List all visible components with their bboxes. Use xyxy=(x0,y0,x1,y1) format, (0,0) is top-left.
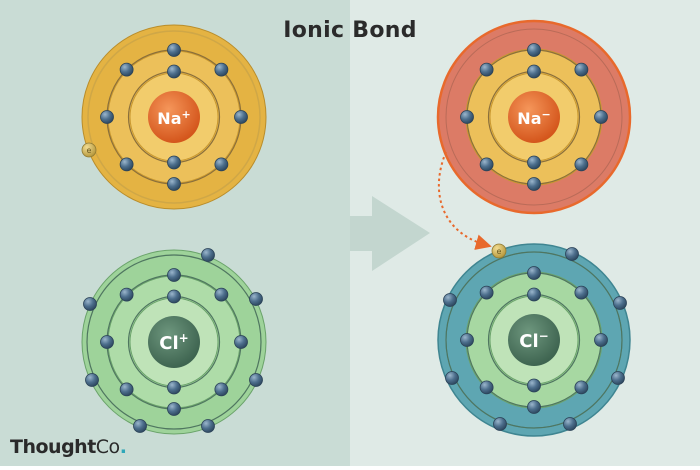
electron-middle xyxy=(214,382,229,397)
electron-outer xyxy=(249,373,263,387)
electron-inner xyxy=(167,289,181,304)
electron-middle xyxy=(119,382,134,397)
electron-middle xyxy=(167,43,181,57)
electron-inner xyxy=(527,287,541,302)
electron-outer xyxy=(133,419,147,433)
electron-inner xyxy=(167,64,181,79)
electrons-layer: ee xyxy=(81,43,627,433)
diagram-title: Ionic Bond xyxy=(283,18,417,43)
electron-middle xyxy=(594,110,608,124)
electron-middle xyxy=(167,402,181,416)
reaction-arrow xyxy=(350,196,430,271)
electron-outer xyxy=(201,419,215,433)
electron-middle xyxy=(527,400,541,414)
electron-middle xyxy=(119,157,134,172)
electron-middle xyxy=(479,62,494,77)
shell-outer xyxy=(87,30,261,204)
electron-middle xyxy=(167,177,181,191)
transferred-electron-symbol: e xyxy=(87,146,92,155)
electron-middle xyxy=(527,266,541,280)
electron-middle xyxy=(594,333,608,347)
nucleus-label-cl-right: Cl− xyxy=(519,329,548,352)
electron-middle xyxy=(574,157,589,172)
nucleus-label-na-left: Na+ xyxy=(157,108,190,128)
electron-middle xyxy=(214,62,229,77)
electron-middle xyxy=(234,335,248,349)
electron-middle xyxy=(479,157,494,172)
electron-inner xyxy=(527,155,541,170)
electron-inner xyxy=(167,155,181,170)
electron-middle xyxy=(119,62,134,77)
electron-middle xyxy=(574,62,589,77)
electron-middle xyxy=(214,287,229,302)
electron-outer xyxy=(83,297,97,311)
electron-middle xyxy=(234,110,248,124)
electron-inner xyxy=(527,378,541,393)
electron-middle xyxy=(479,380,494,395)
electron-middle xyxy=(574,380,589,395)
electron-outer xyxy=(201,248,215,262)
electron-inner xyxy=(167,380,181,395)
electron-middle xyxy=(460,333,474,347)
nucleus-label-cl-left: Cl+ xyxy=(159,331,188,354)
electron-outer xyxy=(249,292,263,306)
electron-middle xyxy=(214,157,229,172)
electron-middle xyxy=(460,110,474,124)
electron-middle xyxy=(479,285,494,300)
electron-middle xyxy=(100,110,114,124)
transferred-electron xyxy=(491,243,507,259)
electron-middle xyxy=(527,43,541,57)
electron-middle xyxy=(527,177,541,191)
electron-outer xyxy=(563,417,577,431)
electron-outer xyxy=(85,373,99,387)
transferred-electron-symbol: e xyxy=(497,247,502,256)
valence-electron xyxy=(81,142,97,158)
electron-middle xyxy=(119,287,134,302)
nucleus-label-na-right: Na− xyxy=(517,108,550,128)
electron-middle xyxy=(167,268,181,282)
electron-outer xyxy=(613,296,627,310)
electron-middle xyxy=(574,285,589,300)
electron-outer xyxy=(565,247,579,261)
thoughtco-logo: ThoughtCo. xyxy=(10,436,127,458)
electron-outer xyxy=(443,293,457,307)
electron-outer xyxy=(611,371,625,385)
electron-outer xyxy=(493,417,507,431)
electron-inner xyxy=(527,64,541,79)
electron-middle xyxy=(100,335,114,349)
electron-transfer-arrow xyxy=(438,151,492,250)
electron-outer xyxy=(445,371,459,385)
